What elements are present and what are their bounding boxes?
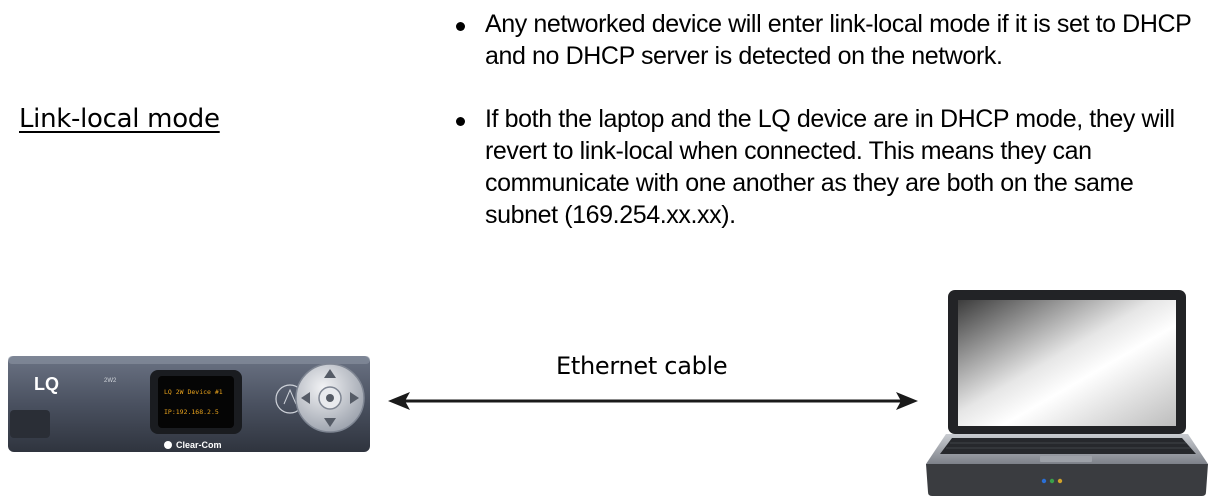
nav-up-icon <box>324 369 336 378</box>
lq-device-icon: LQ 2W2 LQ 2W Device #1 IP:192.168.2.5 Cl… <box>8 356 370 452</box>
maker-logo-icon <box>164 441 172 449</box>
ethernet-cable-label: Ethernet cable <box>556 352 728 380</box>
bullet-list: Any networked device will enter link-loc… <box>452 8 1202 231</box>
maker-logo-text: Clear-Com <box>176 440 222 450</box>
model-badge-text: 2W2 <box>104 378 117 384</box>
bullet-dot-icon <box>456 117 465 126</box>
screen-line-1: LQ 2W Device #1 <box>164 388 223 396</box>
lq-brand-text: LQ <box>34 374 59 394</box>
ethernet-cable-arrow-icon <box>388 392 918 410</box>
bullet-text: Any networked device will enter link-loc… <box>485 10 1191 70</box>
bullet-text: If both the laptop and the LQ device are… <box>485 105 1175 229</box>
screen-line-2: IP:192.168.2.5 <box>164 408 219 416</box>
bullet-item-dhcp: Any networked device will enter link-loc… <box>452 8 1202 72</box>
bullet-item-link-local: If both the laptop and the LQ device are… <box>452 103 1202 231</box>
nav-right-icon <box>350 392 359 404</box>
nav-left-icon <box>301 392 310 404</box>
laptop-icon <box>926 290 1208 496</box>
nav-down-icon <box>324 418 336 427</box>
bullet-dot-icon <box>456 22 465 31</box>
section-heading: Link-local mode <box>19 104 220 134</box>
